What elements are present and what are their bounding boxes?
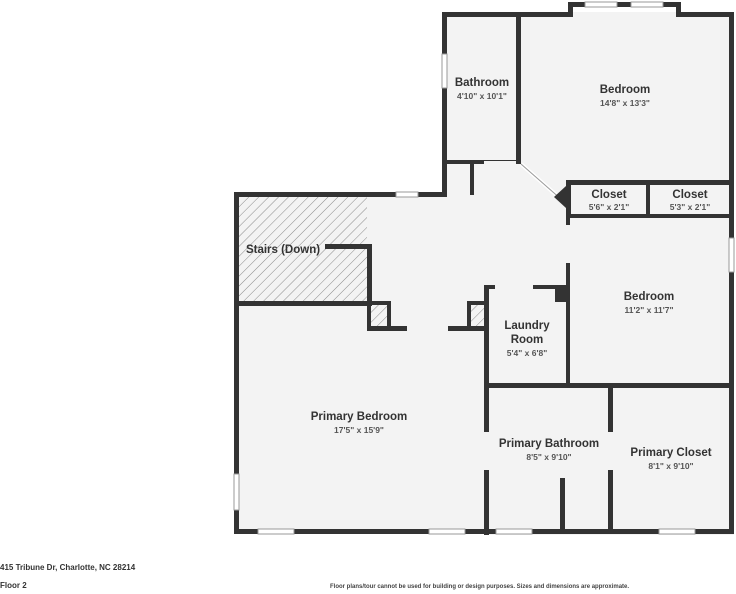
bathroom-name: Bathroom (455, 77, 509, 89)
primary-closet-name: Primary Closet (630, 447, 711, 459)
disclaimer-text: Floor plans/tour cannot be used for buil… (330, 584, 630, 590)
closet-right-dims: 5'3" x 2'1" (670, 202, 710, 212)
floor-fills (236, 12, 734, 535)
bedroom-mid-dims: 11'2" x 11'7" (625, 305, 674, 315)
bedroom-top-name: Bedroom (600, 84, 650, 96)
primary-closet-dims: 8'1" x 9'10" (648, 461, 693, 471)
bedroom-mid-name: Bedroom (624, 291, 674, 303)
primary-bathroom-dims: 8'5" x 9'10" (526, 452, 571, 462)
primary-bedroom-name: Primary Bedroom (311, 411, 408, 423)
shaft-hatch-left (371, 303, 387, 327)
windows (233, 1, 735, 535)
primary-bedroom-dims: 17'5" x 15'9" (334, 425, 384, 435)
stairs-name: Stairs (Down) (246, 244, 320, 256)
closet-left-name: Closet (591, 189, 626, 201)
primary-bathroom-name: Primary Bathroom (499, 438, 599, 450)
bedroom-top-dims: 14'8" x 13'3" (600, 98, 650, 108)
closet-corner (554, 186, 566, 208)
room-labels: Bathroom 4'10" x 10'1" Bedroom 14'8" x 1… (246, 77, 712, 471)
diagonal-wall-edge (520, 163, 563, 201)
laundry-name-1: Laundry (504, 320, 550, 332)
laundry-dims: 5'4" x 6'8" (507, 348, 547, 358)
laundry-name-2: Room (511, 334, 544, 346)
bathroom-dims: 4'10" x 10'1" (457, 91, 507, 101)
closet-left-dims: 5'6" x 2'1" (589, 202, 629, 212)
address-text: 415 Tribune Dr, Charlotte, NC 28214 (0, 563, 136, 572)
closet-right-name: Closet (672, 189, 707, 201)
shaft-hatch-right (471, 303, 485, 327)
walls (234, 2, 734, 535)
floor-label: Floor 2 (0, 581, 27, 590)
door-gaps (407, 161, 613, 470)
